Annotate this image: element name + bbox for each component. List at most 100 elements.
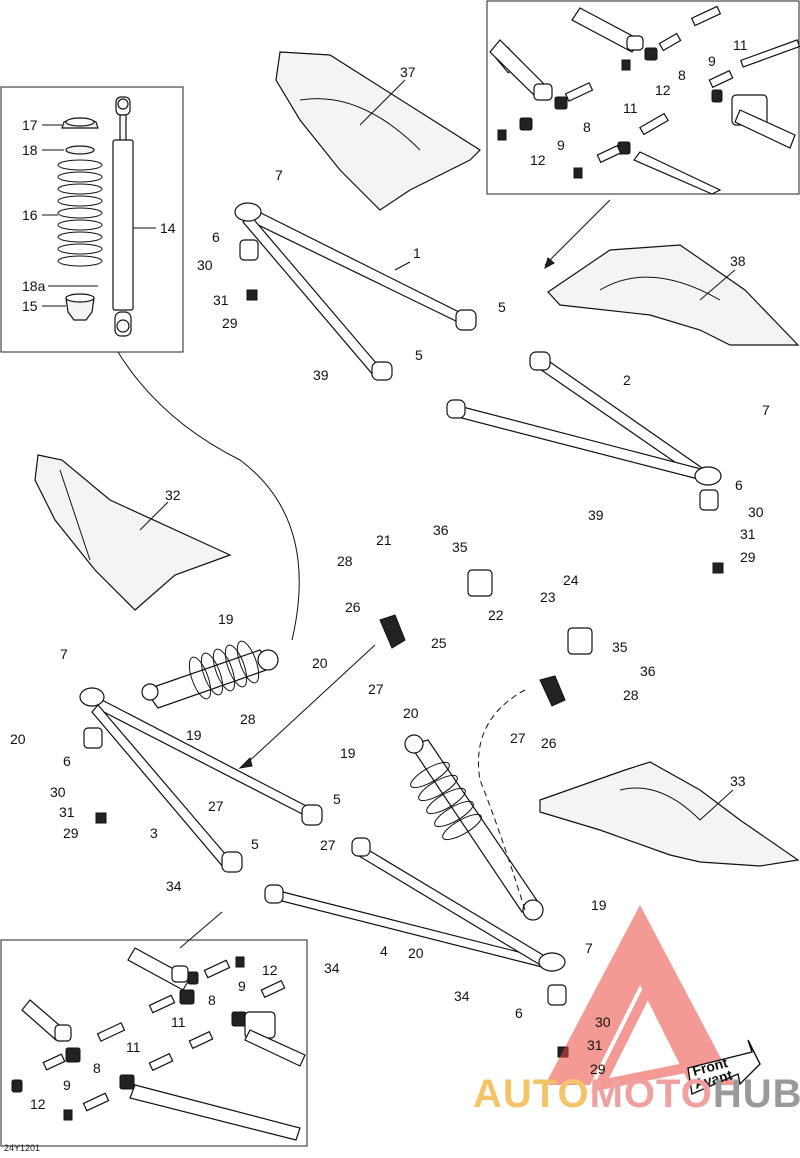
callout-11-a: 11 <box>733 37 748 53</box>
sway-bar-bracket <box>467 569 493 597</box>
automotohub-watermark: AUTOMOTOHUB <box>473 1072 800 1117</box>
callout-7-a: 7 <box>275 167 283 183</box>
callout-9-b: 9 <box>557 137 565 153</box>
callout-39-b: 39 <box>588 507 604 523</box>
callout-19-a: 19 <box>218 611 234 627</box>
callout-4: 4 <box>380 943 388 959</box>
callout-7-d: 7 <box>585 940 593 956</box>
callout-19-b: 19 <box>186 727 202 743</box>
callout-12-a: 12 <box>655 82 671 98</box>
callout-31-b: 31 <box>740 526 756 542</box>
callout-9-c: 9 <box>238 978 246 994</box>
callout-15: 15 <box>22 298 38 314</box>
callout-32: 32 <box>165 487 181 503</box>
callout-33: 33 <box>730 773 746 789</box>
callout-28-c: 28 <box>240 711 256 727</box>
callout-21: 21 <box>376 532 392 548</box>
callout-18a: 18a <box>22 278 46 294</box>
callout-30-a: 30 <box>197 257 213 273</box>
top-bushing-art <box>489 5 800 195</box>
callout-17: 17 <box>22 117 38 133</box>
callout-27-c: 27 <box>208 798 224 814</box>
callout-5-c: 5 <box>333 791 341 807</box>
callout-36-a: 36 <box>433 522 449 538</box>
callout-19-c: 19 <box>340 745 356 761</box>
rear-right-shock <box>404 734 544 921</box>
callout-11-c: 11 <box>171 1014 186 1030</box>
callout-37: 37 <box>400 64 416 80</box>
callout-36-b: 36 <box>640 663 656 679</box>
callout-8-c: 8 <box>208 992 216 1008</box>
callout-23: 23 <box>540 589 556 605</box>
callout-12-d: 12 <box>30 1096 46 1112</box>
callout-14: 14 <box>160 220 176 236</box>
rear-left-shock <box>141 640 279 709</box>
callout-8-b: 8 <box>583 119 591 135</box>
link-26a <box>379 614 406 649</box>
callout-20-c: 20 <box>403 705 419 721</box>
callout-31-c: 31 <box>59 804 75 820</box>
skid-plate-38 <box>547 244 800 346</box>
callout-34-b: 34 <box>324 960 340 976</box>
callout-30-d: 30 <box>595 1014 611 1030</box>
skid-plate-37 <box>275 51 481 211</box>
callout-27-b: 27 <box>510 730 526 746</box>
callout-27-d: 27 <box>320 837 336 853</box>
callout-29-d: 29 <box>590 1061 606 1077</box>
watermark-auto: AUTO <box>473 1072 590 1116</box>
callout-5-a: 5 <box>498 299 506 315</box>
callout-25: 25 <box>431 635 447 651</box>
callout-31-a: 31 <box>213 292 229 308</box>
callout-8-d: 8 <box>93 1060 101 1076</box>
callout-29-c: 29 <box>63 825 79 841</box>
skid-plate-32 <box>34 454 232 611</box>
callout-30-c: 30 <box>50 784 66 800</box>
callout-9-d: 9 <box>63 1077 71 1093</box>
callout-29-a: 29 <box>222 315 238 331</box>
callout-9-a: 9 <box>708 53 716 69</box>
callout-34-c: 34 <box>454 988 470 1004</box>
callout-5-d: 5 <box>251 836 259 852</box>
callout-31-d: 31 <box>587 1037 603 1053</box>
callout-5-b: 5 <box>415 347 423 363</box>
watermark-hub: HUB <box>712 1072 800 1116</box>
callout-6-d: 6 <box>515 1005 523 1021</box>
callout-16: 16 <box>22 207 38 223</box>
automotohub-logo-mark <box>545 905 735 1092</box>
callout-35-a: 35 <box>452 539 468 555</box>
callout-38: 38 <box>730 253 746 269</box>
bottom-bushing-art <box>11 947 306 1141</box>
diagram-code: 24Y1201 <box>4 1143 41 1153</box>
callout-20-a: 20 <box>312 655 328 671</box>
callout-12-b: 12 <box>530 152 546 168</box>
inset-bushings-bottom <box>0 939 308 1147</box>
a-arm-4 <box>264 837 566 972</box>
link-26b <box>539 675 566 707</box>
callout-19-d: 19 <box>591 897 607 913</box>
callout-2: 2 <box>623 372 631 388</box>
inset-bushings-top <box>486 0 800 195</box>
a-arm-1 <box>234 202 477 381</box>
callout-20-b: 20 <box>10 731 26 747</box>
callout-26-a: 26 <box>345 599 361 615</box>
callout-3: 3 <box>150 825 158 841</box>
leader-lines <box>117 199 611 949</box>
callout-8-a: 8 <box>678 67 686 83</box>
skid-plate-33 <box>539 761 800 867</box>
a-arm-3 <box>79 687 323 873</box>
callout-11-d: 11 <box>126 1039 141 1055</box>
callout-26-b: 26 <box>541 735 557 751</box>
callout-6-a: 6 <box>212 229 220 245</box>
callout-7-b: 7 <box>762 402 770 418</box>
inset-shock-detail <box>0 86 184 353</box>
callout-labels: 17 1 8 16 18a 15 14 11 9 8 12 11 8 9 12 3… <box>10 37 770 1112</box>
shock-detail-art <box>57 96 134 337</box>
sway-bar-21 <box>384 592 574 691</box>
callout-24: 24 <box>563 572 579 588</box>
callout-12-c: 12 <box>262 962 278 978</box>
watermark-moto: MOTO <box>589 1072 713 1116</box>
callout-1: 1 <box>413 245 421 261</box>
callout-6-c: 6 <box>63 753 71 769</box>
callout-20-d: 20 <box>408 945 424 961</box>
